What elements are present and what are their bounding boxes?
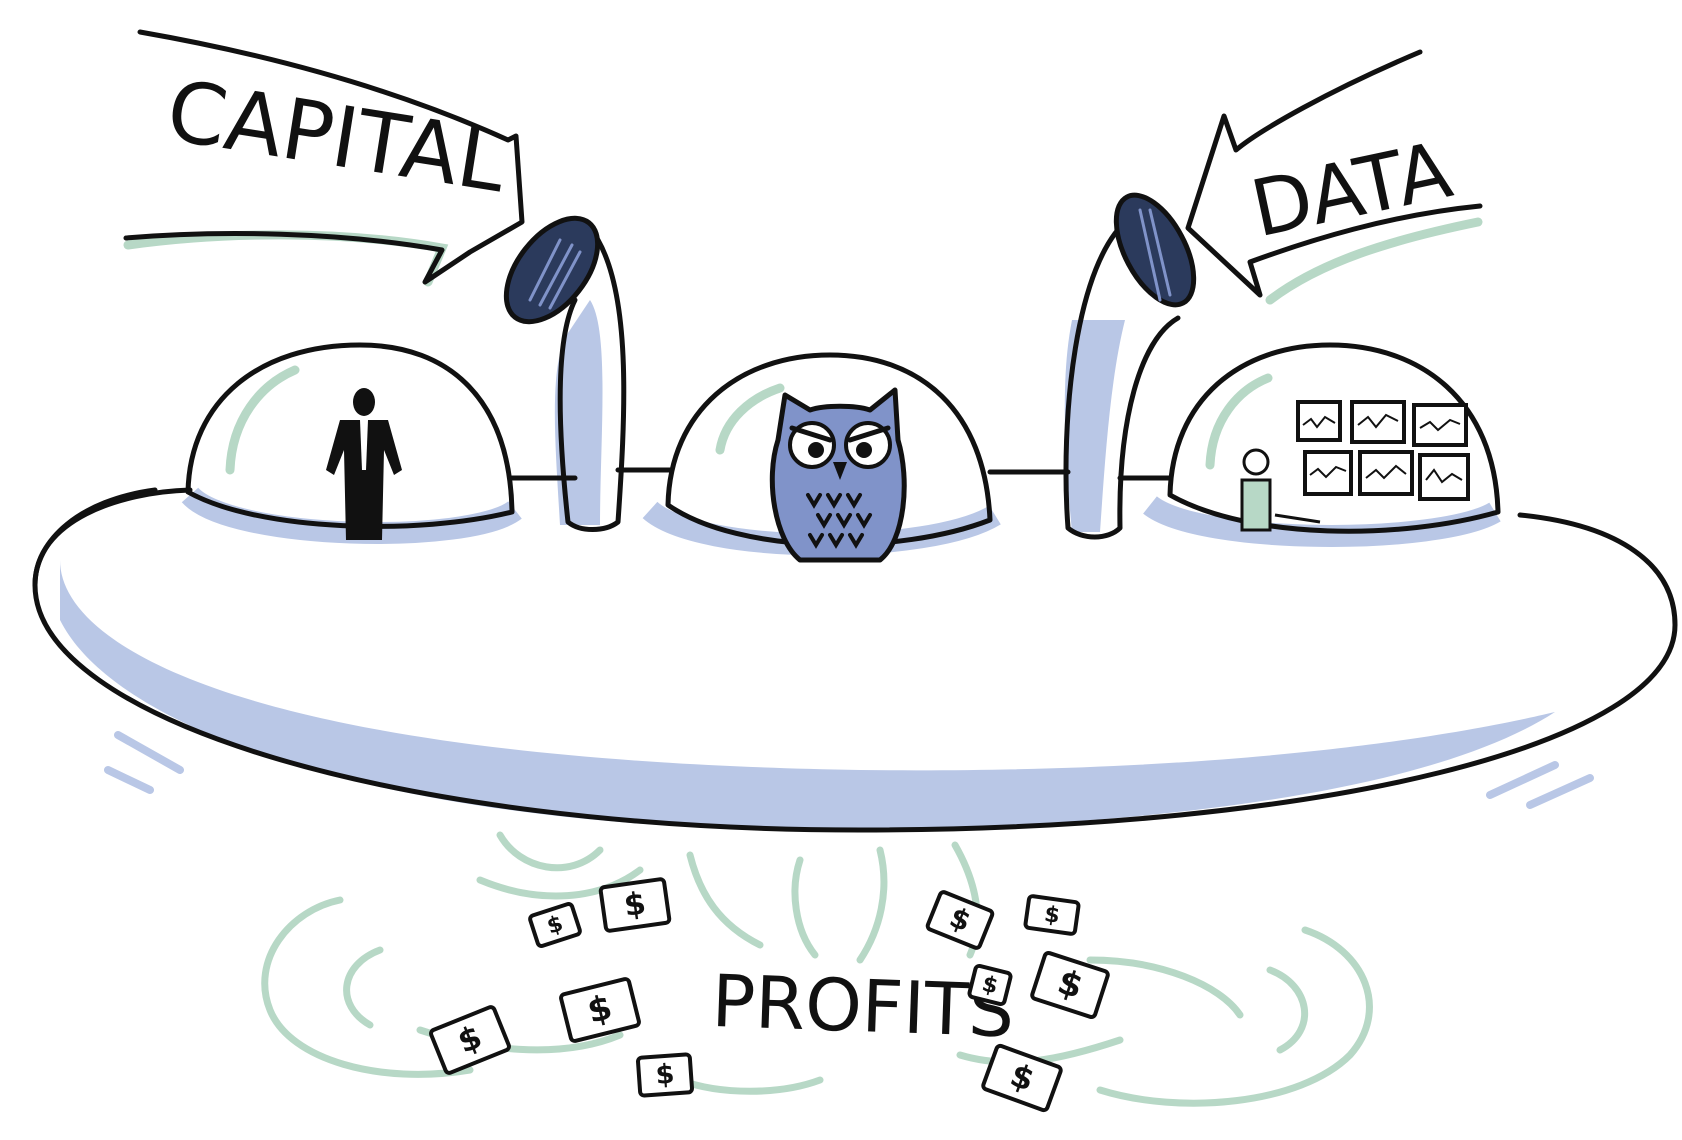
businessman-icon [326,388,402,540]
dollar-bill-icon: $ [528,902,582,948]
left-intake-opening [503,215,601,325]
saucer-disc [32,467,1678,833]
data-arrow-shadow [1265,217,1483,305]
owl-icon [769,387,907,563]
dollar-bill-icon: $ [1023,894,1081,936]
dollar-sign: $ [655,1059,676,1091]
dollar-sign: $ [979,972,1000,1000]
dollar-sign: $ [622,885,648,924]
dollar-bill-icon: $ [981,1043,1063,1113]
dollar-bill-icon: $ [598,877,672,933]
center-dome [642,352,1001,563]
capital-arrow: CAPITAL [123,29,525,287]
dollar-bill-icon: $ [559,977,641,1043]
dollar-sign: $ [1043,902,1062,929]
dollar-bill-icon: $ [925,890,995,950]
dollar-bill-icon: $ [636,1052,694,1098]
dollar-bill-icon: $ [967,963,1013,1007]
dollar-bill-icon: $ [1030,951,1110,1019]
saucer-underside-shade [60,560,1555,830]
profits-label: PROFITS [710,959,1015,1054]
capital-label: CAPITAL [161,61,513,211]
left-intake-tube [503,215,627,532]
wind-swirls [261,831,1373,1107]
right-intake-tube [1063,192,1197,540]
dollar-sign: $ [544,911,566,940]
right-intake-opening [1113,192,1197,308]
data-arrow: DATA [1185,49,1483,305]
trader-monitors-icon [1240,400,1470,532]
dollar-bill-icon: $ [429,1005,511,1075]
right-dome [1143,342,1501,547]
dollar-bills: $ $ $ $ $ $ $ $ $ $ [429,877,1110,1113]
left-dome [181,342,522,544]
